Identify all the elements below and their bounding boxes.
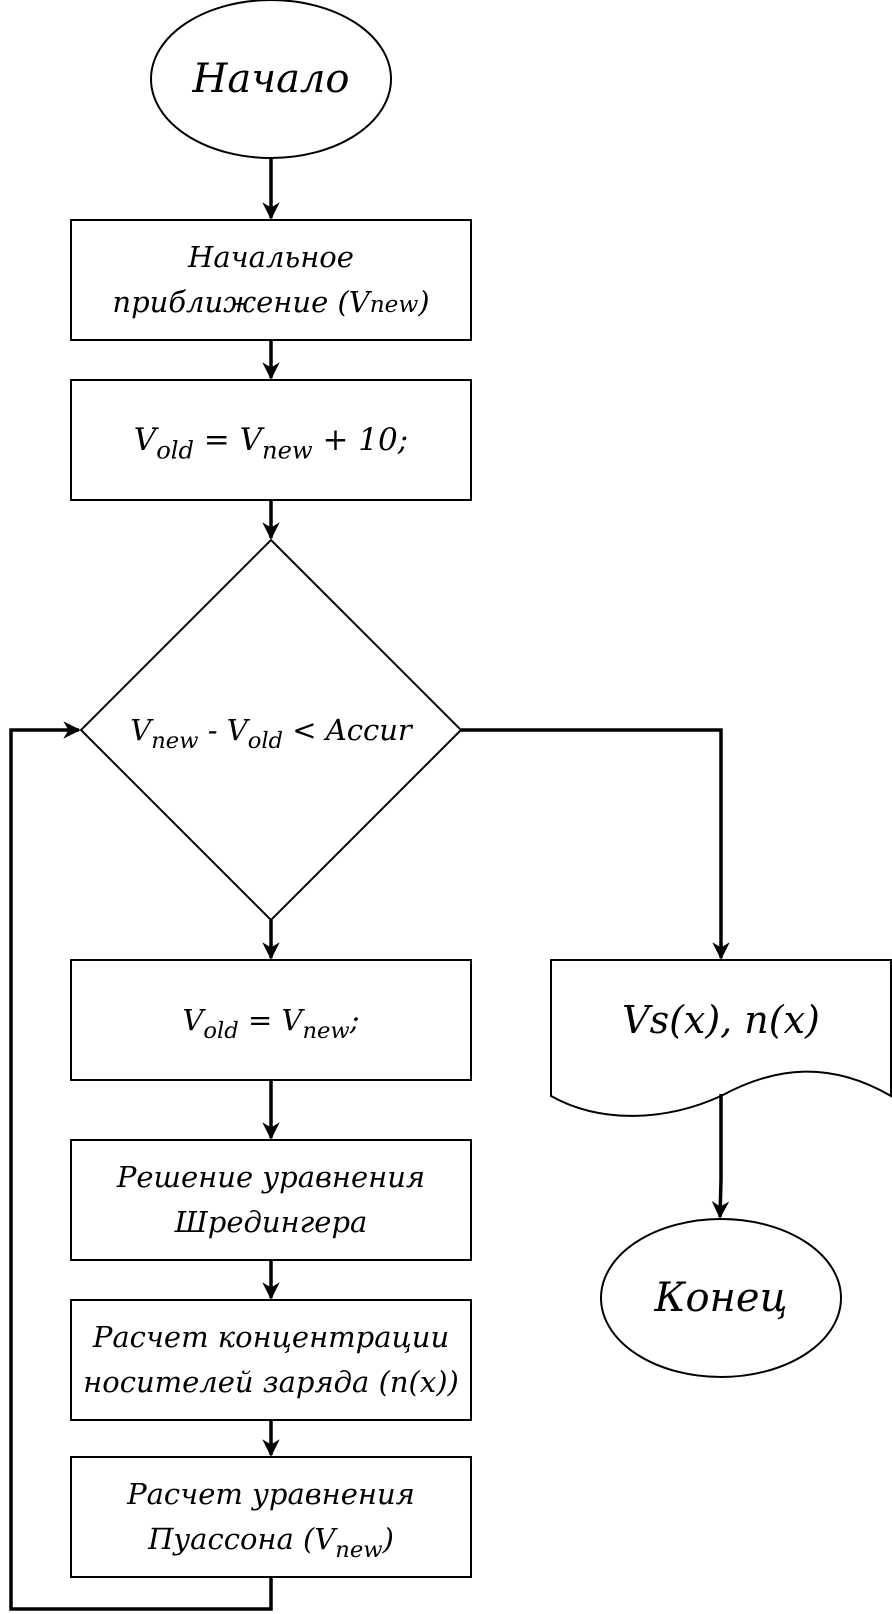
concentration-line2: носителей заряда (n(x)) bbox=[83, 1365, 459, 1399]
initial-guess-block bbox=[70, 219, 472, 341]
concentration-label: Расчет концентрации носителей заряда (n(… bbox=[71, 1300, 471, 1420]
condition-formula: Vnew - Vold < Accur bbox=[130, 712, 412, 754]
arrow-condition-to-output bbox=[461, 728, 730, 960]
poisson-line2: Пуассона (Vnew) bbox=[148, 1522, 394, 1563]
output-text: Vs(x), n(x) bbox=[622, 997, 820, 1042]
initial-guess-line1: Начальное bbox=[188, 240, 354, 275]
assign-old-formula: Vold = Vnew + 10; bbox=[133, 421, 409, 465]
arrow-output-to-end bbox=[711, 1094, 730, 1219]
output-label: Vs(x), n(x) bbox=[551, 980, 891, 1060]
start-text: Начало bbox=[192, 56, 350, 102]
schrodinger-label: Решение уравнения Шредингера bbox=[71, 1140, 471, 1260]
initial-guess-label: Начальное приближение (Vnew) bbox=[71, 220, 471, 340]
poisson-label: Расчет уравнения Пуассона (Vnew) bbox=[71, 1457, 471, 1577]
assign-loop-block bbox=[70, 959, 472, 1081]
initial-guess-line2: приближение (Vnew) bbox=[112, 285, 430, 319]
poisson-block bbox=[70, 1456, 472, 1578]
start-label: Начало bbox=[151, 0, 391, 158]
concentration-block bbox=[70, 1299, 472, 1421]
poisson-line1: Расчет уравнения bbox=[127, 1477, 415, 1512]
end-label: Конец bbox=[601, 1219, 841, 1377]
end-terminal bbox=[600, 1218, 842, 1378]
schrodinger-line2: Шредингера bbox=[174, 1205, 368, 1239]
assign-loop-formula: Vold = Vnew; bbox=[182, 1002, 360, 1044]
concentration-line1: Расчет концентрации bbox=[92, 1320, 450, 1355]
assign-loop-label: Vold = Vnew; bbox=[71, 960, 471, 1080]
schrodinger-block bbox=[70, 1139, 472, 1261]
arrow-poisson-loopback bbox=[9, 721, 273, 1611]
condition-label: Vnew - Vold < Accur bbox=[91, 690, 451, 770]
schrodinger-line1: Решение уравнения bbox=[116, 1160, 426, 1195]
assign-old-label: Vold = Vnew + 10; bbox=[71, 380, 471, 500]
end-text: Конец bbox=[654, 1275, 788, 1321]
